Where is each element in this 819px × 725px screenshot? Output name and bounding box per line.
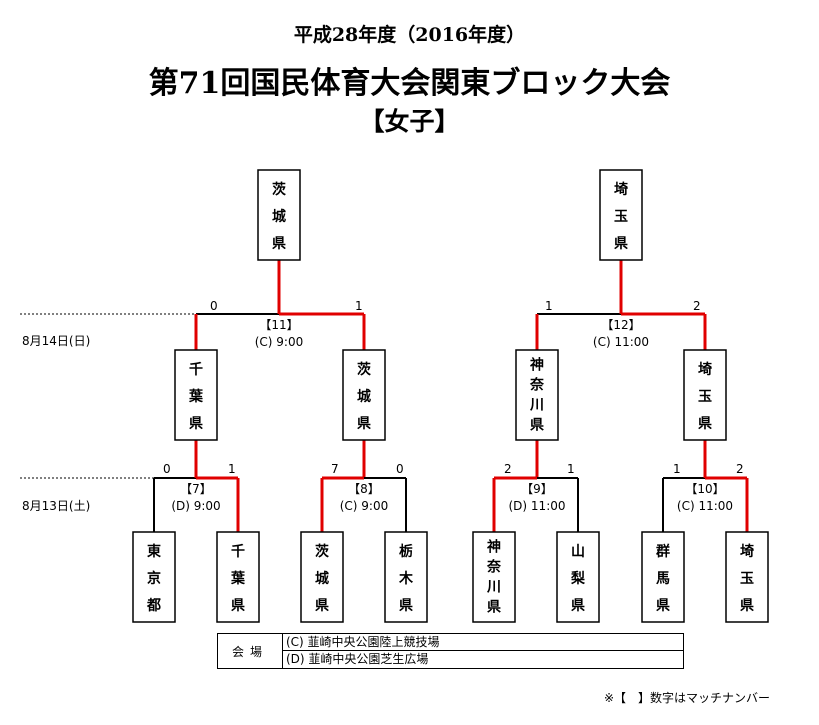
score-right: 1 bbox=[567, 462, 575, 476]
score-right: 2 bbox=[736, 462, 744, 476]
team-box bbox=[132, 531, 176, 623]
team-box bbox=[342, 349, 386, 441]
team-name: 神奈川県 bbox=[486, 538, 502, 615]
title-year: 平成28年度（2016年度） bbox=[293, 24, 526, 46]
match-info: (C) 9:00 bbox=[255, 335, 304, 349]
score-left: 7 bbox=[331, 462, 339, 476]
team-name: 埼玉県 bbox=[614, 181, 628, 252]
score-left: 0 bbox=[210, 299, 218, 313]
team-name: 茨城県 bbox=[357, 361, 371, 432]
team-name: 山梨県 bbox=[570, 544, 586, 614]
team-box bbox=[725, 531, 769, 623]
team-box bbox=[384, 531, 428, 623]
team-name: 東京都 bbox=[146, 543, 161, 614]
title-division: 【女子】 bbox=[359, 107, 460, 136]
team-box bbox=[599, 169, 643, 261]
team-name: 神奈川県 bbox=[529, 356, 545, 433]
match-number: 【9】 bbox=[521, 482, 553, 496]
match-number: 【8】 bbox=[348, 482, 380, 496]
team-box bbox=[174, 349, 218, 441]
venue-table: 会場 (C) 韮崎中央公園陸上競技場 (D) 韮崎中央公園芝生広場 bbox=[217, 633, 684, 669]
match-number: 【7】 bbox=[180, 482, 212, 496]
match-number: 【11】 bbox=[259, 318, 298, 332]
match-info: (C) 11:00 bbox=[593, 335, 649, 349]
score-right: 2 bbox=[693, 299, 701, 313]
team-box bbox=[683, 349, 727, 441]
team-name: 千葉県 bbox=[230, 543, 246, 614]
match-number: 【12】 bbox=[601, 318, 640, 332]
match-info: (D) 11:00 bbox=[509, 499, 566, 513]
team-name: 栃木県 bbox=[398, 543, 414, 614]
team-name: 千葉県 bbox=[188, 361, 204, 432]
match-info: (C) 9:00 bbox=[340, 499, 389, 513]
team-box bbox=[472, 531, 516, 623]
team-box bbox=[515, 349, 559, 441]
team-box bbox=[257, 169, 301, 261]
venue-c: (C) 韮崎中央公園陸上競技場 bbox=[282, 634, 683, 651]
score-left: 1 bbox=[673, 462, 681, 476]
team-box bbox=[216, 531, 260, 623]
team-name: 茨城県 bbox=[272, 181, 286, 252]
title-tournament: 第71回国民体育大会関東ブロック大会 bbox=[148, 66, 671, 101]
score-right: 0 bbox=[396, 462, 404, 476]
team-name: 埼玉県 bbox=[698, 361, 712, 432]
date-round1: 8月13日(土) bbox=[22, 499, 90, 513]
score-left: 1 bbox=[545, 299, 553, 313]
venue-heading: 会場 bbox=[218, 634, 283, 668]
team-box bbox=[300, 531, 344, 623]
score-right: 1 bbox=[228, 462, 236, 476]
score-left: 2 bbox=[504, 462, 512, 476]
match-number: 【10】 bbox=[685, 482, 724, 496]
date-round2: 8月14日(日) bbox=[22, 334, 90, 348]
score-right: 1 bbox=[355, 299, 363, 313]
footnote: ※【 】数字はマッチナンバー bbox=[604, 691, 771, 705]
team-name: 茨城県 bbox=[315, 543, 329, 614]
team-box bbox=[556, 531, 600, 623]
match-info: (C) 11:00 bbox=[677, 499, 733, 513]
team-box bbox=[641, 531, 685, 623]
venue-d: (D) 韮崎中央公園芝生広場 bbox=[286, 652, 429, 666]
team-name: 埼玉県 bbox=[740, 543, 754, 614]
score-left: 0 bbox=[163, 462, 171, 476]
team-name: 群馬県 bbox=[655, 543, 670, 614]
match-info: (D) 9:00 bbox=[171, 499, 220, 513]
